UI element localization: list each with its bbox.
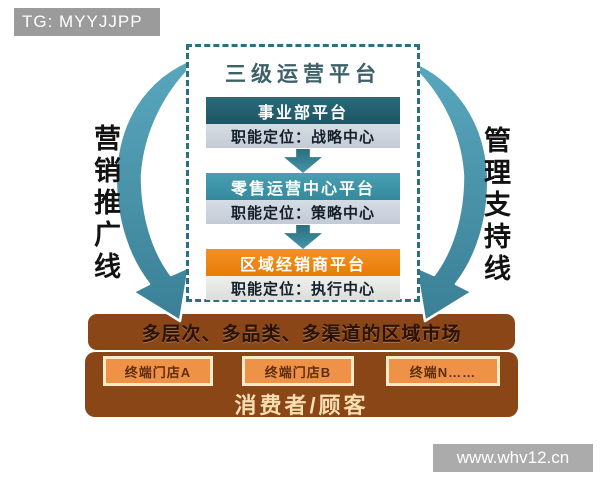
marketing-promotion-line-label: 营销推广线 (90, 124, 120, 284)
level-retail-platform: 零售运营中心平台 职能定位：策略中心 (206, 173, 400, 224)
platform-panel: 三级运营平台 事业部平台 职能定位：战略中心 零售运营中心平台 职能定位：策略中… (186, 44, 420, 302)
market-title: 多层次、多品类、多渠道的区域市场 (141, 323, 462, 345)
down-arrow-icon (284, 225, 322, 249)
level-division-platform: 事业部平台 职能定位：战略中心 (206, 97, 400, 148)
management-support-line-label: 管理支持线 (480, 126, 510, 286)
tg-badge: TG: MYYJJPP (14, 8, 160, 36)
consumer-box: 终端门店A 终端门店B 终端N…… 消费者/顾客 (85, 352, 518, 418)
terminal-store-n-label: 终端N…… (409, 364, 477, 380)
terminal-store-n: 终端N…… (386, 356, 500, 386)
terminal-store-b-label: 终端门店B (264, 364, 332, 380)
level-retail-name: 零售运营中心平台 (206, 173, 400, 200)
watermark: www.whv12.cn (433, 444, 593, 472)
level-division-role: 职能定位：战略中心 (206, 124, 400, 148)
level-dealer-role: 职能定位：执行中心 (206, 276, 400, 300)
down-arrow-icon (284, 149, 322, 173)
terminal-store-a-label: 终端门店A (124, 364, 192, 380)
level-retail-role: 职能定位：策略中心 (206, 200, 400, 224)
watermark-label: www.whv12.cn (456, 448, 570, 467)
consumer-label: 消费者/顾客 (234, 393, 369, 418)
platform-title: 三级运营平台 (225, 63, 381, 86)
terminal-store-a: 终端门店A (103, 356, 213, 386)
tg-badge-label: TG: MYYJJPP (22, 12, 143, 31)
terminal-store-b: 终端门店B (242, 356, 354, 386)
level-dealer-name: 区域经销商平台 (206, 249, 400, 276)
market-strip: 多层次、多品类、多渠道的区域市场 (88, 314, 515, 350)
level-division-name: 事业部平台 (206, 97, 400, 124)
level-dealer-platform: 区域经销商平台 职能定位：执行中心 (206, 249, 400, 300)
